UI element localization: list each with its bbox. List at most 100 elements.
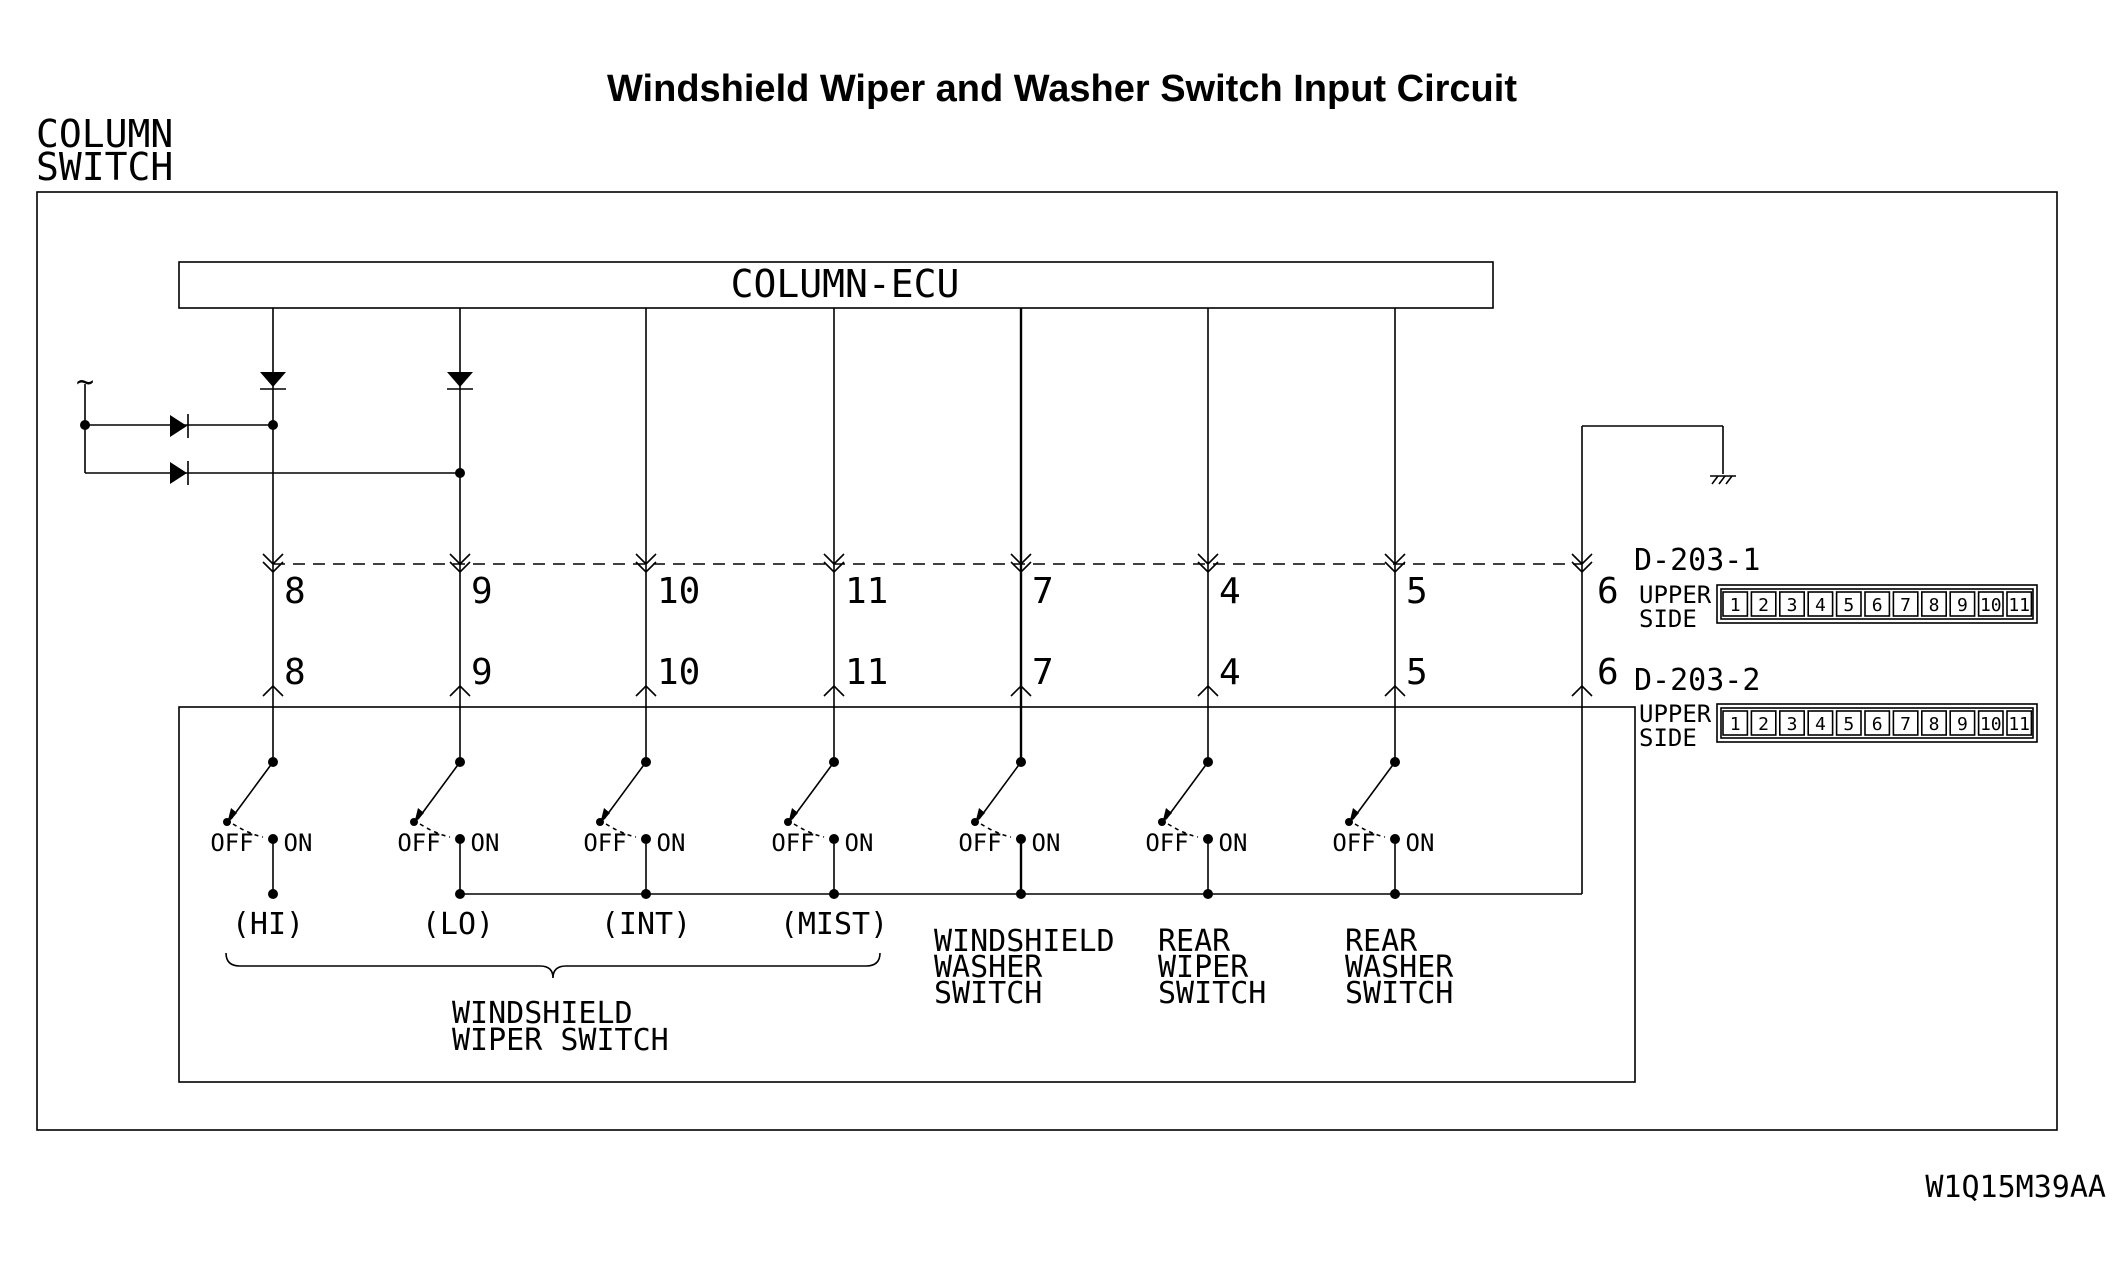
switch-on-label: ON — [657, 829, 686, 857]
connector-cell-number: 10 — [1980, 714, 2002, 735]
connector-d203-1-side-line2: SIDE — [1639, 605, 1697, 633]
wiper-switch-label-line2: WIPER SWITCH — [452, 1023, 669, 1058]
pin-number-d203-1: 4 — [1219, 571, 1241, 612]
connector-cell-number: 6 — [1872, 714, 1883, 735]
diode-network: ~ — [76, 365, 473, 485]
connector-cell-number: 3 — [1787, 595, 1798, 616]
switch-on-label: ON — [1406, 829, 1435, 857]
pin-number-d203-1: 8 — [284, 571, 306, 612]
switch-off-label: OFF — [1145, 829, 1188, 857]
power-symbol: ~ — [76, 365, 94, 400]
switch-hi-icon — [223, 757, 278, 899]
connector-cell-number: 2 — [1758, 595, 1769, 616]
connector-cell-number: 1 — [1730, 595, 1741, 616]
column-switch-label-line1: COLUMN — [36, 112, 173, 156]
pin-number-d203-2: 5 — [1406, 652, 1428, 693]
switch-assembly-box — [178, 706, 1636, 1083]
switch-off-label: OFF — [1332, 829, 1375, 857]
pin-number-d203-1: 11 — [845, 571, 888, 612]
connector-cell-number: 4 — [1815, 714, 1826, 735]
rear-washer-label-line2: WASHER — [1345, 950, 1454, 985]
connector-cell — [1835, 710, 1862, 736]
connector-cell — [1835, 591, 1862, 617]
pin-number-d203-2: 10 — [657, 652, 700, 693]
connector-d203-2-side-line2: SIDE — [1639, 724, 1697, 752]
pin-number-d203-2: 11 — [845, 652, 888, 693]
connector-cell — [1722, 710, 1749, 736]
connector-cell-number: 10 — [1980, 595, 2002, 616]
wiper-mode-int: (INT) — [601, 907, 691, 942]
diode-icon — [170, 414, 189, 438]
channel-ground: 66 — [1571, 553, 1619, 697]
pin-number-d203-1: 9 — [471, 571, 493, 612]
ground-icon — [1582, 425, 1736, 485]
pin-number-d203-1: 5 — [1406, 571, 1428, 612]
column-switch-box — [36, 191, 2058, 1131]
connector-cell-number: 9 — [1957, 595, 1968, 616]
pin-number-d203-2: 7 — [1032, 652, 1054, 693]
diode-icon — [170, 461, 189, 485]
connector-cell-number: 1 — [1730, 714, 1741, 735]
pin-number-d203-2: 8 — [284, 652, 306, 693]
switch-off-label: OFF — [583, 829, 626, 857]
switch-washer-icon — [971, 757, 1026, 899]
connector-cell — [1892, 710, 1919, 736]
diagram-code: W1Q15M39AA — [1925, 1170, 2106, 1205]
pin-number-d203-1: 7 — [1032, 571, 1054, 612]
column-ecu-label: COLUMN-ECU — [731, 262, 960, 306]
connector-cell-number: 11 — [2008, 595, 2030, 616]
connector-cell — [1921, 591, 1948, 617]
switch-on-label: ON — [1032, 829, 1061, 857]
connector-cell — [1807, 591, 1834, 617]
diagram-title: Windshield Wiper and Washer Switch Input… — [607, 68, 1517, 110]
connector-cell — [1750, 710, 1777, 736]
rear-wiper-label-line3: SWITCH — [1158, 976, 1266, 1011]
washer-switch-label-line2: WASHER — [934, 950, 1043, 985]
pin-number-d203-1: 6 — [1597, 571, 1619, 612]
connector-cell-number: 3 — [1787, 714, 1798, 735]
connector-d203-1-id: D-203-1 — [1634, 543, 1760, 578]
connector-cell — [1779, 591, 1806, 617]
connector-cell-number: 8 — [1929, 595, 1940, 616]
rear-wiper-label-line2: WIPER — [1158, 950, 1249, 985]
switch-rear-washer-icon — [1345, 757, 1400, 899]
connector-cell-number: 5 — [1843, 714, 1854, 735]
connector-cell — [1921, 710, 1948, 736]
washer-switch-label-line1: WINDSHIELD — [934, 924, 1115, 959]
connector-d203-1-side-line1: UPPER — [1639, 581, 1712, 609]
rear-wiper-label-line1: REAR — [1158, 924, 1231, 959]
connector-cell-number: 8 — [1929, 714, 1940, 735]
switch-int-icon — [596, 757, 651, 899]
switch-on-label: ON — [1219, 829, 1248, 857]
switch-on-label: ON — [845, 829, 874, 857]
switch-off-label: OFF — [958, 829, 1001, 857]
rear-washer-label-line1: REAR — [1345, 924, 1418, 959]
connector-cell — [1949, 591, 1976, 617]
switch-on-label: ON — [284, 829, 313, 857]
connector-cell — [1864, 710, 1891, 736]
connector-cell — [1949, 710, 1976, 736]
wiper-switch-brace — [225, 952, 881, 979]
connector-cell — [1864, 591, 1891, 617]
pin-number-d203-2: 4 — [1219, 652, 1241, 693]
connector-cell-number: 5 — [1843, 595, 1854, 616]
rear-washer-label-line3: SWITCH — [1345, 976, 1453, 1011]
connector-cell-number: 7 — [1900, 714, 1911, 735]
connector-cell — [1722, 591, 1749, 617]
pin-number-d203-1: 10 — [657, 571, 700, 612]
wiper-mode-mist: (MIST) — [780, 907, 888, 942]
connector-cell-number: 9 — [1957, 714, 1968, 735]
switch-on-label: ON — [471, 829, 500, 857]
connector-cell-number: 4 — [1815, 595, 1826, 616]
switch-lo-icon — [410, 757, 465, 899]
connector-cell — [1977, 710, 2004, 736]
wiper-mode-lo: (LO) — [422, 907, 494, 942]
